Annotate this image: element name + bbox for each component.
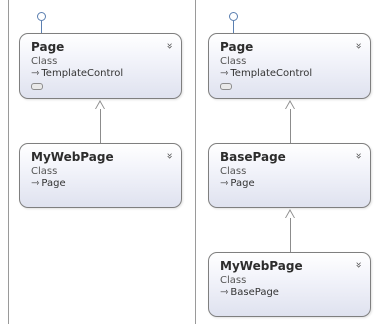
collapse-toggle-icon[interactable]	[31, 83, 43, 90]
inheritance-triangle-fill	[96, 102, 104, 109]
expand-chevron-icon[interactable]: »	[163, 152, 177, 157]
class-kind: Class	[220, 166, 247, 177]
inheritance-connector	[290, 109, 291, 143]
class-shape-basepage[interactable]: BasePage » Class ⇾Page	[208, 143, 371, 208]
class-name: Page	[220, 40, 254, 54]
inheritance-connector	[100, 109, 101, 143]
inheritance-arrow-icon: ⇾	[31, 178, 40, 189]
class-shape-page[interactable]: Page » Class ⇾TemplateControl	[208, 33, 371, 99]
class-kind: Class	[31, 56, 58, 67]
base-class-name: TemplateControl	[230, 68, 313, 79]
interface-lollipop-icon	[37, 12, 46, 21]
inheritance-arrow-icon: ⇾	[220, 287, 229, 298]
interface-lollipop-stem	[41, 21, 42, 33]
inheritance-triangle-fill	[286, 102, 294, 109]
interface-lollipop-stem	[233, 21, 234, 33]
class-name: Page	[31, 40, 65, 54]
class-kind: Class	[220, 56, 247, 67]
inheritance-connector	[290, 218, 291, 252]
collapse-toggle-icon[interactable]	[220, 83, 232, 90]
class-name: MyWebPage	[220, 259, 303, 273]
base-class-name: Page	[41, 178, 66, 189]
expand-chevron-icon[interactable]: »	[352, 42, 366, 47]
base-class-name: TemplateControl	[41, 68, 124, 79]
base-class-name: Page	[230, 178, 255, 189]
base-class-name: BasePage	[230, 287, 279, 298]
class-name: MyWebPage	[31, 150, 114, 164]
base-class-line: ⇾Page	[220, 178, 255, 189]
inheritance-arrow-icon: ⇾	[220, 178, 229, 189]
left-frame-border	[8, 0, 9, 324]
class-shape-page[interactable]: Page » Class ⇾TemplateControl	[19, 33, 182, 99]
expand-chevron-icon[interactable]: »	[352, 152, 366, 157]
class-kind: Class	[220, 275, 247, 286]
class-name: BasePage	[220, 150, 286, 164]
base-class-line: ⇾Page	[31, 178, 66, 189]
inheritance-arrow-icon: ⇾	[31, 68, 40, 79]
class-shape-mywebpage[interactable]: MyWebPage » Class ⇾BasePage	[208, 252, 371, 317]
center-divider	[195, 0, 196, 324]
class-kind: Class	[31, 166, 58, 177]
interface-lollipop-icon	[229, 12, 238, 21]
base-class-line: ⇾BasePage	[220, 287, 279, 298]
base-class-line: ⇾TemplateControl	[31, 68, 123, 79]
inheritance-triangle-fill	[286, 211, 294, 218]
base-class-line: ⇾TemplateControl	[220, 68, 312, 79]
inheritance-arrow-icon: ⇾	[220, 68, 229, 79]
expand-chevron-icon[interactable]: »	[352, 261, 366, 266]
class-shape-mywebpage[interactable]: MyWebPage » Class ⇾Page	[19, 143, 182, 208]
expand-chevron-icon[interactable]: »	[163, 42, 177, 47]
